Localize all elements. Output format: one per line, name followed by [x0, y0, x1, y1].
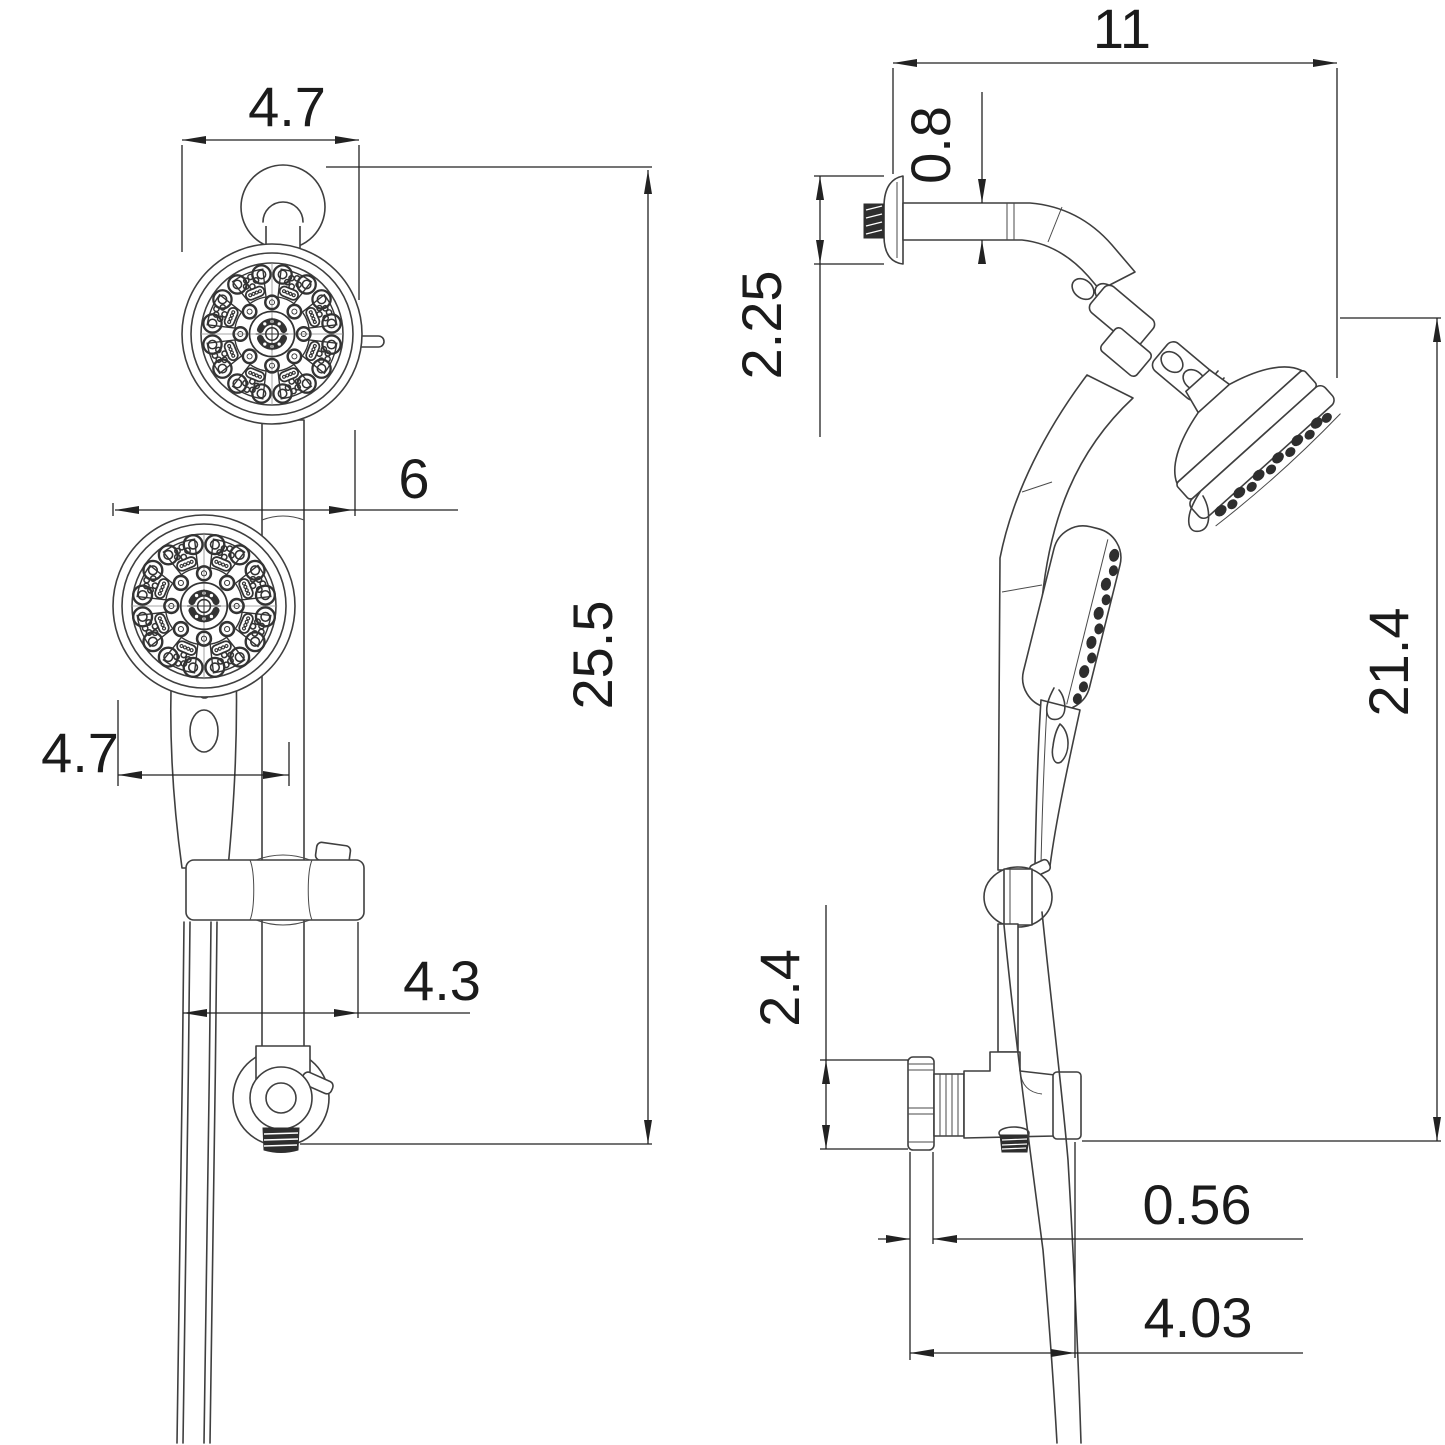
- dim-label-wall-gap: 0.56: [1143, 1173, 1252, 1236]
- handheld-shower-head-front: [112, 514, 296, 869]
- bottom-bracket-side: [907, 1051, 1082, 1153]
- dim-label-head-width: 4.7: [248, 75, 326, 138]
- slider-bracket: [185, 841, 365, 926]
- dim-label-bar-offset: 6: [398, 447, 429, 510]
- dim-label-flange-height: 2.25: [730, 271, 793, 380]
- handheld-drip-hook: [1046, 687, 1066, 721]
- dimension-handheld-width: 4.7: [41, 700, 290, 786]
- shower-hose-side: [1003, 911, 1082, 1444]
- front-view: 4.7 6 4.7 4.3: [41, 75, 652, 1444]
- dimension-outlet-depth: 4.03: [910, 1142, 1303, 1358]
- handheld-shower-head-side: [1021, 525, 1122, 867]
- fixed-shower-head-front: [181, 243, 385, 425]
- handheld-handle-side: [1034, 699, 1081, 867]
- dimension-bar-offset: 6: [112, 430, 458, 516]
- dim-label-arm-diameter: 0.8: [899, 106, 962, 184]
- dimension-bracket-width: 4.3: [183, 922, 481, 1018]
- handheld-face-texture: [1072, 548, 1120, 705]
- dim-label-bracket-width: 4.3: [403, 949, 481, 1012]
- spray-face-texture: [1214, 412, 1341, 527]
- dim-label-total-depth: 11: [1093, 0, 1151, 60]
- shower-arm-side: [902, 202, 1136, 291]
- thread-outlet: [262, 1127, 300, 1153]
- side-view: 11 0.8 2.25 21.4: [730, 0, 1441, 1444]
- dim-label-head-drop: 21.4: [1357, 608, 1420, 717]
- bottom-thread-port: [998, 1126, 1030, 1153]
- dimension-wall-gap: 0.56: [878, 1152, 1303, 1360]
- handle-clip: [1051, 723, 1069, 764]
- handle-hole: [189, 709, 219, 753]
- dimension-bracket-height: 2.4: [748, 905, 908, 1150]
- fixed-shower-head-side: [1174, 366, 1341, 532]
- dimension-head-width: 4.7: [181, 75, 360, 300]
- shower-hose-front: [176, 921, 218, 1444]
- drip-hook: [1187, 491, 1210, 532]
- dimension-head-drop: 21.4: [1082, 317, 1441, 1142]
- threaded-nipple: [863, 203, 885, 239]
- dimension-arm-diameter: 0.8: [899, 92, 986, 264]
- slide-bar: [261, 419, 305, 1061]
- dim-label-handheld-width: 4.7: [41, 721, 119, 784]
- bottom-bracket-front: [232, 1045, 334, 1153]
- wall-flange-side: [863, 175, 904, 265]
- dimension-total-depth: 11: [892, 0, 1338, 378]
- dimension-flange-height: 2.25: [730, 175, 884, 437]
- dim-label-outlet-depth: 4.03: [1144, 1286, 1253, 1349]
- dimension-total-height: 25.5: [300, 166, 652, 1145]
- slider-ring-side: [983, 858, 1053, 928]
- dim-label-bracket-height: 2.4: [748, 949, 811, 1027]
- dim-label-total-height: 25.5: [561, 601, 624, 710]
